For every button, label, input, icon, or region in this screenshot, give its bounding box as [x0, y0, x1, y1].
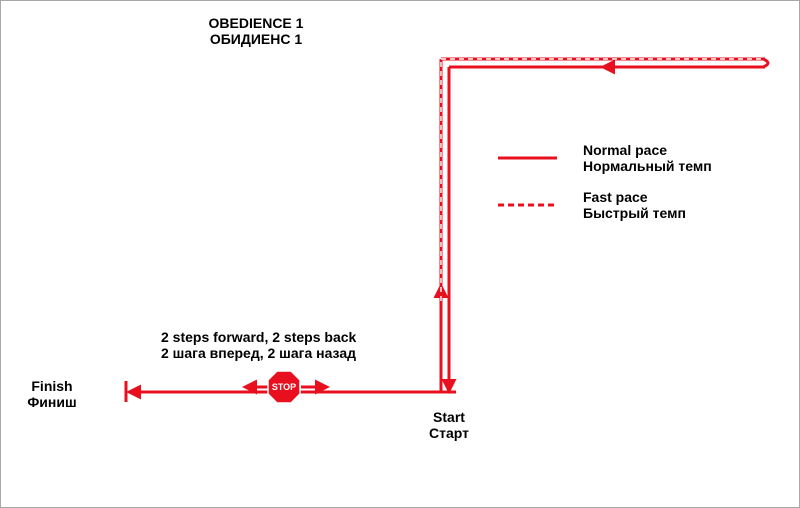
- legend-fast-line-1: Fast pace: [583, 189, 648, 205]
- exercise-label: 2 steps forward, 2 steps back 2 шага впе…: [161, 329, 356, 361]
- exercise-line-2: 2 шага вперед, 2 шага назад: [161, 345, 356, 361]
- title-line-2: ОБИДИЕНС 1: [209, 31, 303, 47]
- exercise-line-1: 2 steps forward, 2 steps back: [161, 329, 357, 345]
- legend-fast-line-2: Быстрый темп: [583, 205, 686, 221]
- legend-fast-label: Fast pace Быстрый темп: [583, 189, 686, 221]
- legend-normal-line-2: Нормальный темп: [583, 158, 712, 174]
- title-line-1: OBEDIENCE 1: [208, 15, 304, 31]
- finish-label: Finish Финиш: [17, 378, 87, 410]
- finish-line-1: Finish: [31, 378, 73, 394]
- page-title: OBEDIENCE 1 ОБИДИЕНС 1: [206, 15, 306, 47]
- start-line-1: Start: [433, 409, 465, 425]
- stop-sign-label: STOP: [271, 382, 297, 392]
- finish-line-2: Финиш: [27, 394, 77, 410]
- stop-sign-icon: [267, 370, 301, 404]
- start-line-2: Старт: [429, 425, 469, 441]
- legend-normal-line-1: Normal pace: [583, 142, 668, 158]
- legend-normal-label: Normal pace Нормальный темп: [583, 142, 712, 174]
- start-label: Start Старт: [414, 409, 484, 441]
- route-turnaround: [762, 57, 770, 69]
